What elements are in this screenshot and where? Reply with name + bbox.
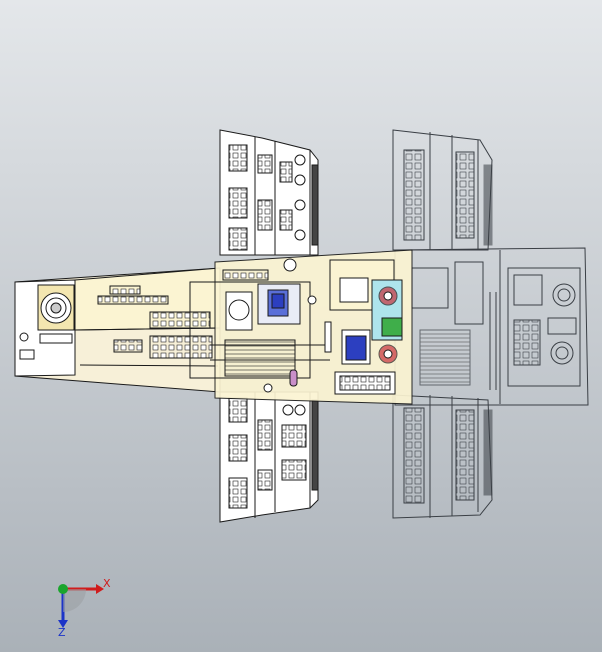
left-fuselage <box>14 267 221 393</box>
triad-x-arrowhead <box>96 584 104 594</box>
triad-z-arrowhead <box>58 620 68 628</box>
triad-y-dot <box>58 584 68 594</box>
center-section <box>189 249 413 405</box>
ghost-top-wing <box>392 129 493 251</box>
top-wing <box>219 129 319 256</box>
triad-z-label: Z <box>58 626 66 639</box>
coordinate-triad: X Z <box>58 577 111 639</box>
bottom-wing <box>219 391 319 523</box>
ghost-assembly <box>392 129 589 519</box>
ghost-bottom-wing <box>392 394 493 519</box>
ghost-right-body <box>394 247 589 406</box>
triad-y-sweep <box>63 589 86 612</box>
triad-x-label: X <box>103 577 111 590</box>
